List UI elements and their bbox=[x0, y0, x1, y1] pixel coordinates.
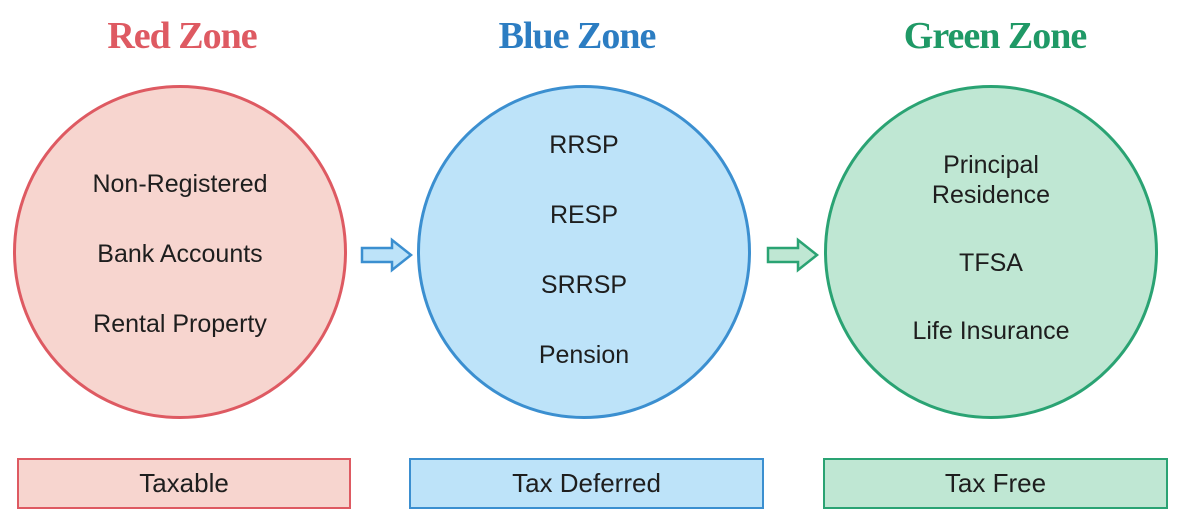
zone-title: Green Zone bbox=[903, 15, 1087, 57]
zone-item: TFSA bbox=[959, 249, 1023, 277]
zone-red: Red Zone Non-Registered Bank Accounts Re… bbox=[0, 0, 380, 530]
zone-circle: Principal Residence TFSA Life Insurance bbox=[824, 85, 1158, 419]
zone-title: Red Zone bbox=[107, 15, 257, 57]
zone-item: Life Insurance bbox=[912, 317, 1070, 345]
zone-item: Pension bbox=[538, 341, 630, 369]
zone-circle: Non-Registered Bank Accounts Rental Prop… bbox=[13, 85, 347, 419]
zone-label-box: Tax Deferred bbox=[409, 458, 764, 509]
zone-label-box: Taxable bbox=[17, 458, 351, 509]
zone-title: Blue Zone bbox=[498, 15, 657, 57]
zone-item: Principal Residence bbox=[931, 151, 1051, 209]
zone-item: RESP bbox=[549, 201, 619, 229]
zone-label-box: Tax Free bbox=[823, 458, 1168, 509]
zone-blue: Blue Zone RRSP RESP SRRSP Pension Tax De… bbox=[400, 0, 780, 530]
right-arrow-icon bbox=[766, 237, 820, 273]
zone-circle: RRSP RESP SRRSP Pension bbox=[417, 85, 751, 419]
right-arrow-icon bbox=[360, 237, 414, 273]
zone-item: Rental Property bbox=[93, 310, 267, 338]
zone-item: Bank Accounts bbox=[97, 240, 263, 268]
zone-green: Green Zone Principal Residence TFSA Life… bbox=[808, 0, 1187, 530]
zone-item: Non-Registered bbox=[92, 170, 268, 198]
zone-item: RRSP bbox=[549, 131, 619, 159]
zone-item: SRRSP bbox=[540, 271, 628, 299]
